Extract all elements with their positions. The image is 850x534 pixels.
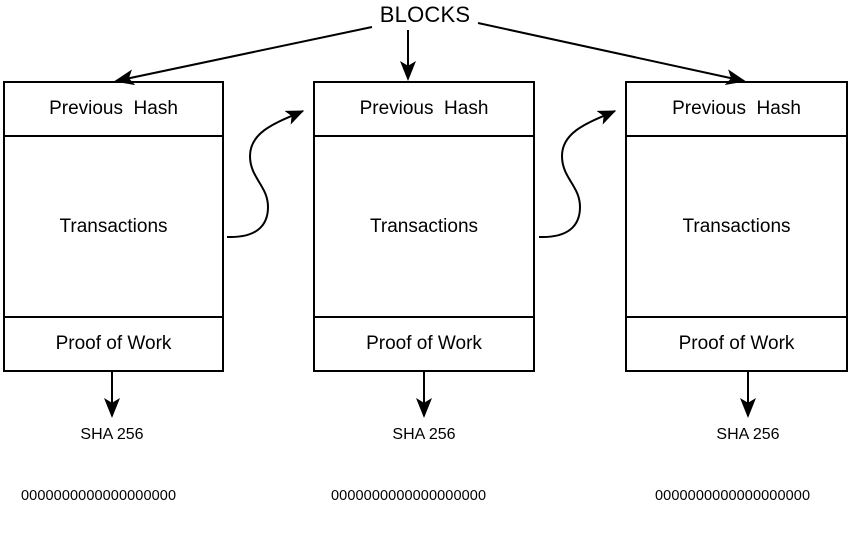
block-2-transactions-cell: Transactions — [315, 137, 533, 318]
block-2[interactable]: Previous Hash Transactions Proof of Work — [313, 81, 535, 372]
arrow-title-to-block-3 — [477, 22, 746, 85]
block-3-hash-output: 0000000000000000000 0000000000000001011 … — [655, 456, 850, 534]
block-3-hash-line-1: 0000000000000000000 — [655, 488, 811, 505]
block-1-proof-of-work-cell: Proof of Work — [55, 333, 172, 354]
block-1-transactions-cell: Transactions — [5, 137, 222, 318]
block-1-hash-line-1: 0000000000000000000 — [21, 488, 177, 505]
block-3-transactions-cell: Transactions — [627, 137, 846, 318]
page-title: BLOCKS — [379, 2, 471, 27]
block-2-proof-of-work-cell: Proof of Work — [366, 333, 482, 354]
curved-arrow-block-1-to-block-2 — [226, 110, 305, 239]
block-2-hash-output: 0000000000000000000 0000000000000001011 … — [331, 456, 541, 534]
block-3-proof-of-work-cell: Proof of Work — [678, 333, 795, 354]
curved-arrow-block-2-to-block-3 — [538, 110, 617, 239]
block-2-previous-hash-cell: Previous Hash — [315, 83, 533, 137]
block-3-previous-hash-cell: Previous Hash — [627, 83, 846, 137]
block-1-hash-output: 0000000000000000000 0000000000000001011 … — [21, 456, 231, 534]
block-1-sha-label: SHA 256 — [80, 426, 144, 443]
block-1-previous-hash-cell: Previous Hash — [5, 83, 222, 137]
block-1[interactable]: Previous Hash Transactions Proof of Work — [3, 81, 224, 372]
block-3-sha-label: SHA 256 — [716, 426, 780, 443]
block-2-hash-line-1: 0000000000000000000 — [331, 488, 487, 505]
block-3[interactable]: Previous Hash Transactions Proof of Work — [625, 81, 848, 372]
block-2-sha-label: SHA 256 — [392, 426, 456, 443]
arrow-title-to-block-1 — [114, 26, 373, 86]
